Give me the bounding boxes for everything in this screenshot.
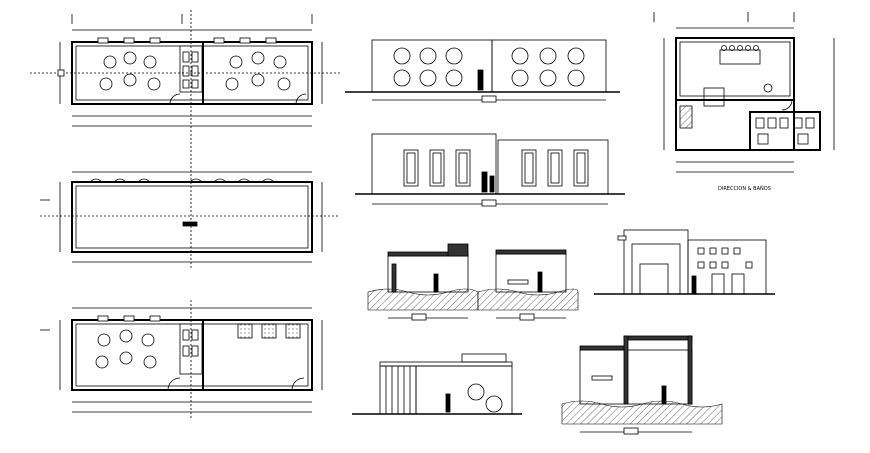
elevation-side <box>352 353 522 415</box>
elevation-windows <box>355 133 625 207</box>
floor-plan-office <box>663 27 835 173</box>
section-a <box>367 243 479 321</box>
section-c <box>561 335 723 435</box>
elevation-front <box>594 229 775 295</box>
floor-plan-3 <box>59 300 323 420</box>
floor-plan-2 <box>40 150 340 270</box>
floor-plan-1 <box>30 10 340 150</box>
elevation-tanks <box>345 39 620 103</box>
section-b <box>477 249 579 321</box>
grid-axis-markers <box>40 12 795 331</box>
label-direccion-banos: DIRECCION & BAÑOS <box>718 185 771 192</box>
